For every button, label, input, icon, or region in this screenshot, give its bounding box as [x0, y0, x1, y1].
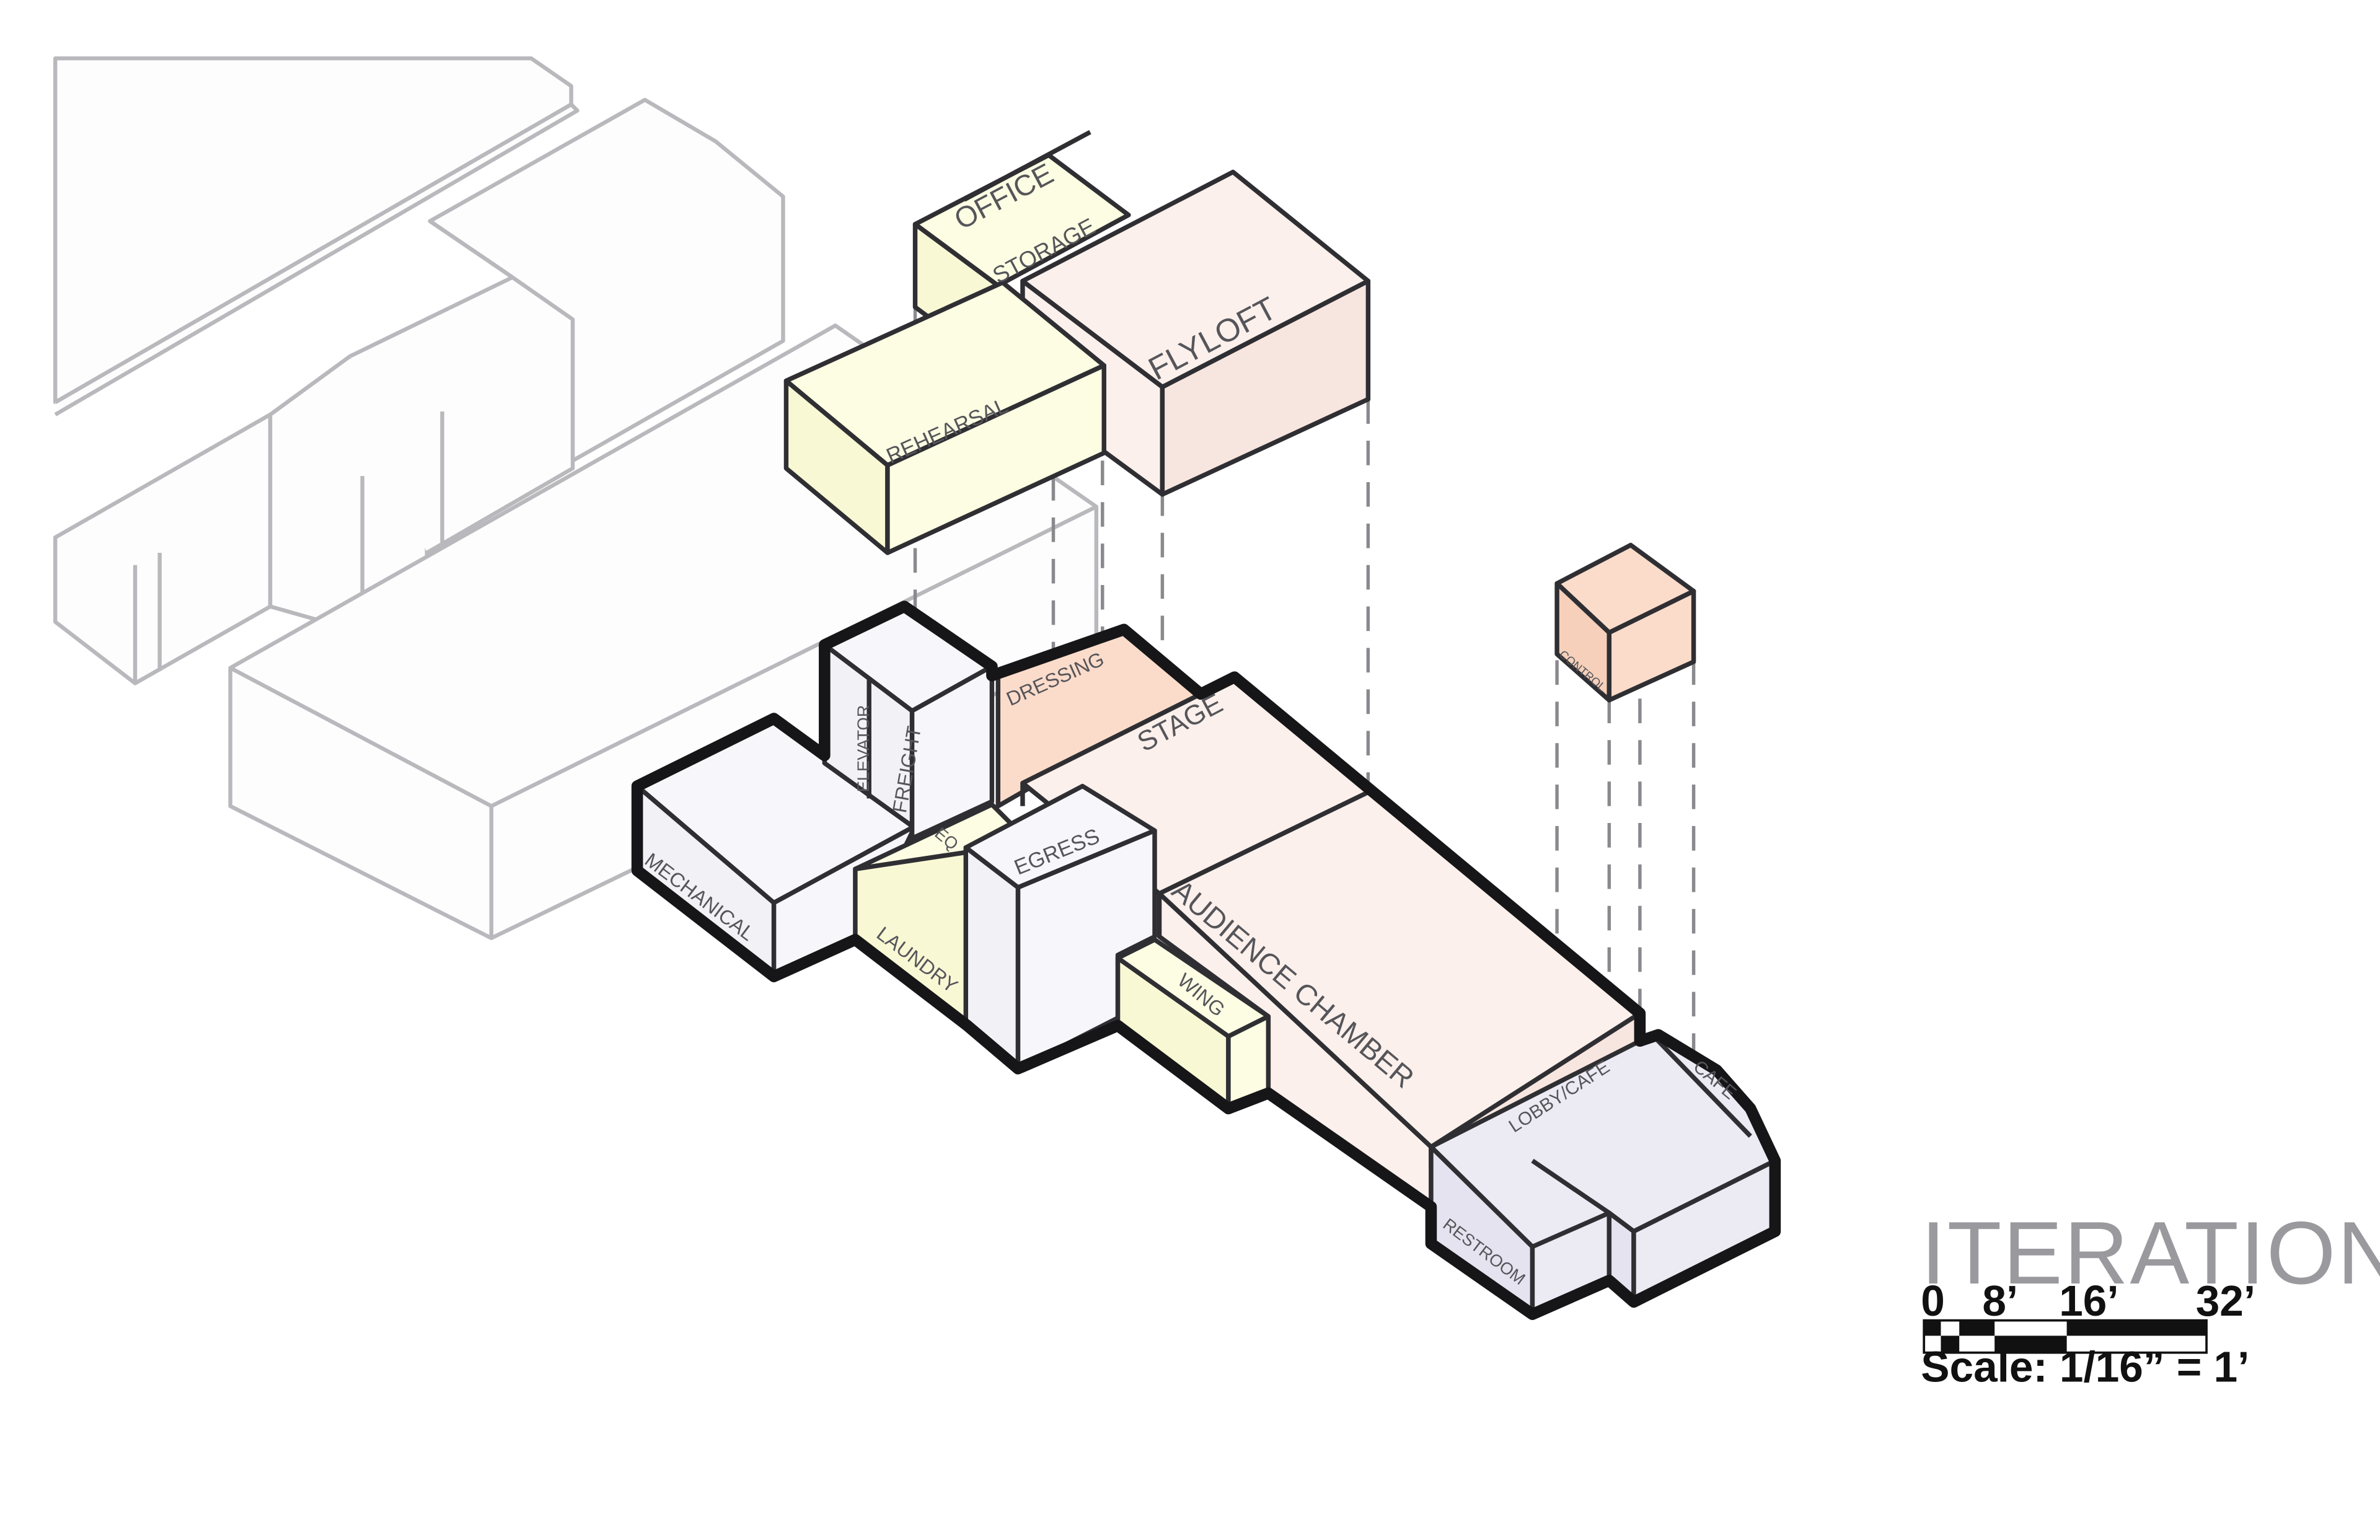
context-building-left: [53, 412, 273, 685]
scale-tick-0: 0: [1921, 1277, 1945, 1325]
elevator-volume-right: [909, 664, 995, 841]
context-building-tall: [428, 97, 785, 463]
iteration-title: ITERATION 1: [1921, 1203, 2380, 1303]
projection-lines: [913, 299, 1696, 1137]
flyloft-volume-top: [1020, 169, 1371, 390]
scale-tick-16: 16’: [2059, 1277, 2118, 1325]
context-roof-edge: [54, 102, 580, 416]
scale-bar: [1923, 1319, 2208, 1354]
ground-floor-outline: [631, 601, 1781, 1321]
upper-volumes: [783, 130, 1696, 703]
scale-tick-32: 32’: [2196, 1277, 2255, 1325]
laundry-volume-side: [853, 850, 970, 1028]
scale-text: Scale: 1/16” = 1’: [1921, 1343, 2249, 1391]
rehearsal-volume-right: [885, 363, 1106, 555]
control-volume-right: [1606, 589, 1696, 703]
context-buildings: [53, 56, 1099, 940]
label-elevator: ELEVATOR: [853, 705, 873, 793]
ground-volumes: [635, 604, 1778, 1317]
title-block: ITERATION 1 0 8’ 16’ 32’ Scale: 1/16” = …: [1921, 1203, 2380, 1391]
scale-tick-8: 8’: [1982, 1277, 2018, 1325]
